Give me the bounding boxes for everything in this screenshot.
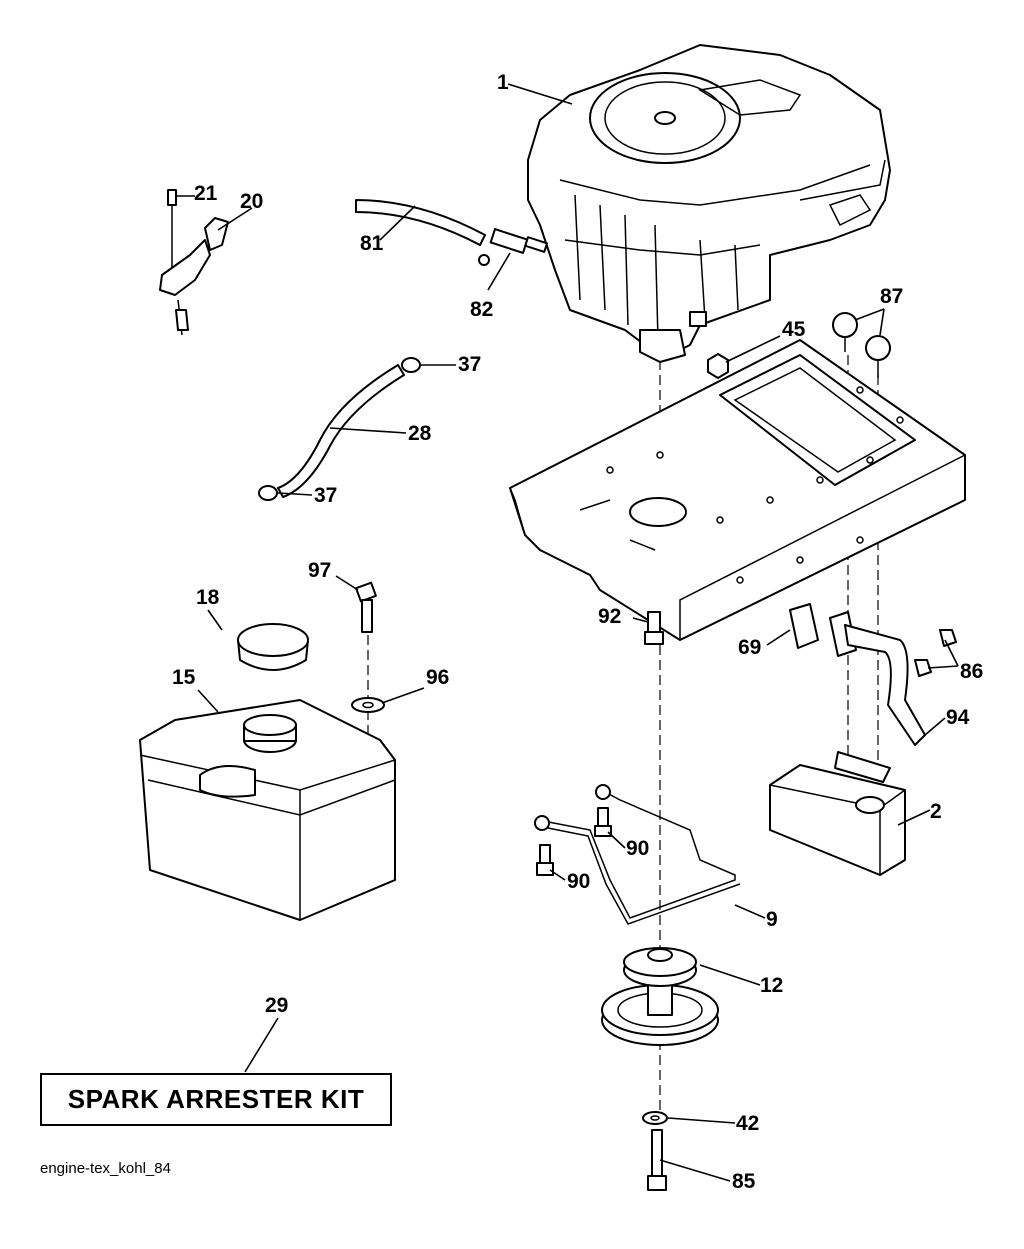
callout-labels: 1 2 9 12 15 18 20 21 28 29 37 37 42 45 6… <box>172 71 983 1193</box>
callout-21: 21 <box>194 182 218 205</box>
callout-90-top: 90 <box>626 837 649 860</box>
callout-92: 92 <box>598 605 621 628</box>
fuel-hose-81 <box>355 199 486 246</box>
callout-2: 2 <box>930 800 942 823</box>
bolt-92 <box>644 611 664 645</box>
callout-87: 87 <box>880 285 903 308</box>
callout-96: 96 <box>426 666 449 689</box>
callout-20: 20 <box>240 190 263 213</box>
callout-15: 15 <box>172 666 196 689</box>
callout-94: 94 <box>946 706 970 729</box>
exhaust-parts <box>789 603 957 746</box>
screw-97 <box>355 581 377 633</box>
callout-37-top: 37 <box>458 353 481 376</box>
callout-85: 85 <box>732 1170 756 1193</box>
washer-42 <box>642 1111 668 1125</box>
throttle-bracket <box>159 189 229 336</box>
callout-37-bottom: 37 <box>314 484 337 507</box>
callout-29: 29 <box>265 994 288 1017</box>
callout-81: 81 <box>360 232 384 255</box>
fuel-cap-18 <box>237 623 309 671</box>
muffler-2 <box>769 751 906 876</box>
bolt-85 <box>647 1129 667 1191</box>
callout-69: 69 <box>738 636 761 659</box>
callout-86: 86 <box>960 660 983 683</box>
callout-42: 42 <box>736 1112 759 1135</box>
fuel-filter-82 <box>478 228 549 266</box>
washer-96 <box>351 697 385 713</box>
callout-28: 28 <box>408 422 432 445</box>
engine <box>527 44 891 363</box>
fuel-tank-15 <box>139 699 396 921</box>
leader-lines <box>177 83 959 1182</box>
frame-plate <box>509 339 966 641</box>
bracket-9 <box>534 784 741 925</box>
callout-45: 45 <box>782 318 806 341</box>
callout-9: 9 <box>766 908 778 931</box>
diagram-id: engine-tex_kohl_84 <box>40 1160 171 1177</box>
pulley-12 <box>601 947 719 1046</box>
callout-90-bottom: 90 <box>567 870 590 893</box>
hose-28 <box>258 357 421 501</box>
callout-82: 82 <box>470 298 493 321</box>
callout-12: 12 <box>760 974 783 997</box>
callout-18: 18 <box>196 586 220 609</box>
spark-arrester-kit-box: SPARK ARRESTER KIT <box>40 1073 392 1126</box>
callout-1: 1 <box>497 71 509 94</box>
callout-97: 97 <box>308 559 331 582</box>
spark-arrester-kit-label: SPARK ARRESTER KIT <box>67 1084 365 1114</box>
knobs-87 <box>832 312 891 378</box>
nut-45 <box>707 353 729 379</box>
